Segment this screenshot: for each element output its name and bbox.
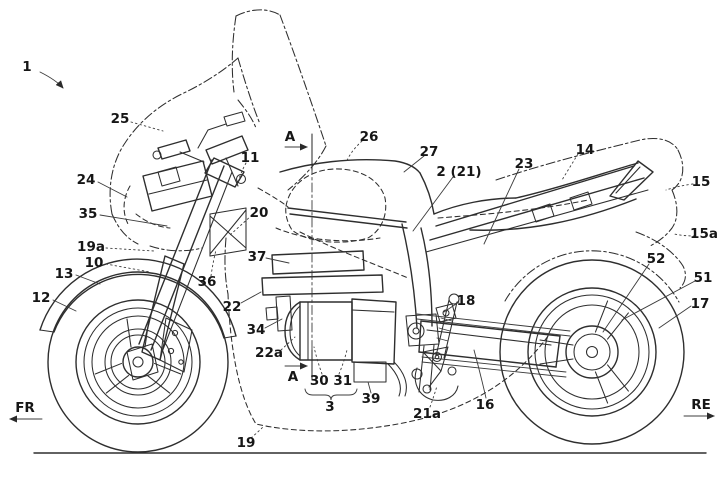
brace-3 [304,388,358,401]
reference-labels: 1 25 24 35 19a 10 13 12 11 20 37 36 22 3… [22,59,718,451]
front-fork [126,159,233,381]
ref-label-22a: 22a [255,345,283,361]
ref-label-20: 20 [250,205,269,221]
ref-label-18: 18 [457,293,476,309]
ref-label-1: 1 [22,59,31,75]
ref-label-23: 23 [515,156,534,172]
leader-11 [237,162,247,184]
ref-label-21a: 21a [413,406,441,422]
ref-label-15a: 15a [690,226,718,242]
hidden-tank-outline [257,168,409,279]
leader-34 [264,318,283,329]
ref-label-37: 37 [248,249,267,265]
ref-label-39: 39 [362,391,381,407]
leader-16 [473,349,487,399]
direction-front: FR [9,400,43,423]
leader-10 [105,263,151,273]
leader-15 [665,183,694,191]
front-fairing-outline [109,57,261,295]
ref-label-52: 52 [647,251,666,267]
leader-lines [39,71,696,439]
leader-22a [280,336,296,351]
leader-35 [99,214,168,227]
swingarm [416,313,571,378]
ref-label-19: 19 [237,435,256,451]
leader-18 [443,301,460,313]
leader-27 [403,155,425,173]
leader-24 [97,181,128,198]
fr-label: FR [15,400,35,416]
fuel-tank [279,159,435,215]
ref-label-26: 26 [360,129,379,145]
leader-19 [250,425,265,439]
re-label: RE [691,397,711,413]
section-line [284,133,313,381]
direction-rear: RE [683,397,715,420]
section-label-top: A [285,129,296,145]
ref-label-19a: 19a [77,239,105,255]
rear-suspension [393,293,460,401]
ref-label-14: 14 [576,142,595,158]
front-wheel [47,271,229,453]
leader-17 [658,305,692,329]
ref-label-17: 17 [691,296,710,312]
ref-label-11: 11 [241,150,260,166]
ref-label-24: 24 [77,172,96,188]
leader-36 [210,249,217,277]
ref-label-27: 27 [420,144,439,160]
leader-39 [367,381,372,394]
ref-label-13: 13 [55,266,74,282]
leader-25 [130,121,164,132]
ref-label-51: 51 [694,270,713,286]
headlight-assembly [123,160,213,229]
ref-label-3: 3 [325,399,334,415]
leader-15a [673,233,696,237]
ref-label-16: 16 [476,397,495,413]
leader-2-21 [412,176,454,232]
handlebar-assembly [152,111,249,188]
ref-label-30-31: 30 31 [310,373,352,389]
ref-label-25: 25 [111,111,130,127]
stay-brace [209,207,247,257]
leader-52 [602,263,650,333]
ref-label-35: 35 [79,206,98,222]
front-brake-caliper [159,317,193,373]
engine-assembly [261,250,401,397]
frame [287,207,440,393]
windscreen-outline [231,9,327,191]
ref-label-10: 10 [85,255,104,271]
rear-wheel [499,250,685,445]
leader-23 [483,168,520,245]
leader-1 [39,71,64,89]
leader-26 [345,140,363,164]
ref-label-2-21: 2 (21) [436,164,481,180]
leader-51 [621,280,696,321]
leader-21a [429,385,438,408]
leader-14 [561,153,579,181]
ref-label-36: 36 [198,274,217,290]
ref-label-15: 15 [692,174,711,190]
seat-tail [425,160,654,253]
leader-31 [338,349,348,375]
leader-13 [75,274,101,285]
leader-19a [105,247,155,252]
leader-20 [229,214,253,236]
ref-label-34: 34 [247,322,266,338]
section-label-bottom: A [288,369,299,385]
lower-cowl-outline [227,293,549,432]
leader-12 [52,299,77,312]
ref-label-22: 22 [223,299,242,315]
ref-label-12: 12 [32,290,51,306]
leader-30 [313,346,323,375]
leader-22 [240,291,262,304]
leader-37 [265,257,290,264]
front-fender [39,258,237,339]
